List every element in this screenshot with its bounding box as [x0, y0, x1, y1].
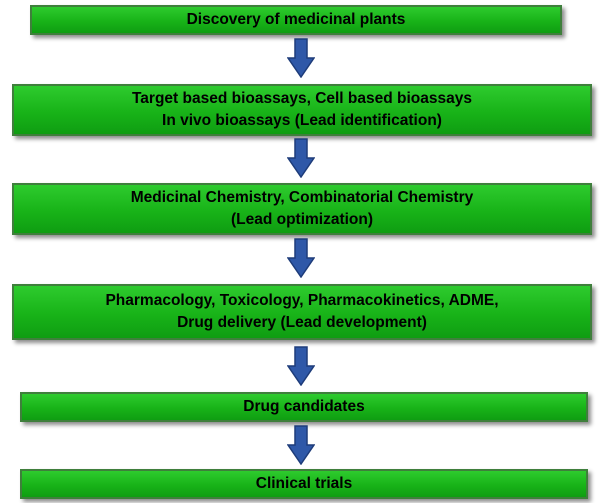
step-lead-optimization-box: Medicinal Chemistry, Combinatorial Chemi…: [12, 183, 592, 235]
step-clinical-trials-box: Clinical trials: [20, 469, 588, 499]
step-label-line-1: Target based bioassays, Cell based bioas…: [131, 90, 472, 107]
down-arrow-icon: [287, 238, 315, 278]
step-label: Drug candidates: [243, 398, 365, 415]
step-discovery-box: Discovery of medicinal plants: [30, 5, 562, 35]
down-arrow-icon: [287, 38, 315, 78]
step-label-line-2: In vivo bioassays (Lead identification): [162, 112, 442, 129]
step-label: Discovery of medicinal plants: [186, 11, 406, 28]
step-label-line-1: Medicinal Chemistry, Combinatorial Chemi…: [130, 189, 474, 206]
down-arrow-icon: [287, 346, 315, 386]
step-lead-development-box: Pharmacology, Toxicology, Pharmacokineti…: [12, 284, 592, 340]
down-arrow-icon: [287, 138, 315, 178]
step-lead-identification-box: Target based bioassays, Cell based bioas…: [12, 84, 592, 136]
down-arrow-icon: [287, 425, 315, 465]
step-label-line-2: (Lead optimization): [230, 211, 374, 228]
step-drug-candidates-box: Drug candidates: [20, 392, 588, 422]
step-label: Clinical trials: [255, 475, 353, 492]
step-label-line-2: Drug delivery (Lead development): [177, 314, 427, 331]
step-label-line-1: Pharmacology, Toxicology, Pharmacokineti…: [105, 292, 499, 309]
